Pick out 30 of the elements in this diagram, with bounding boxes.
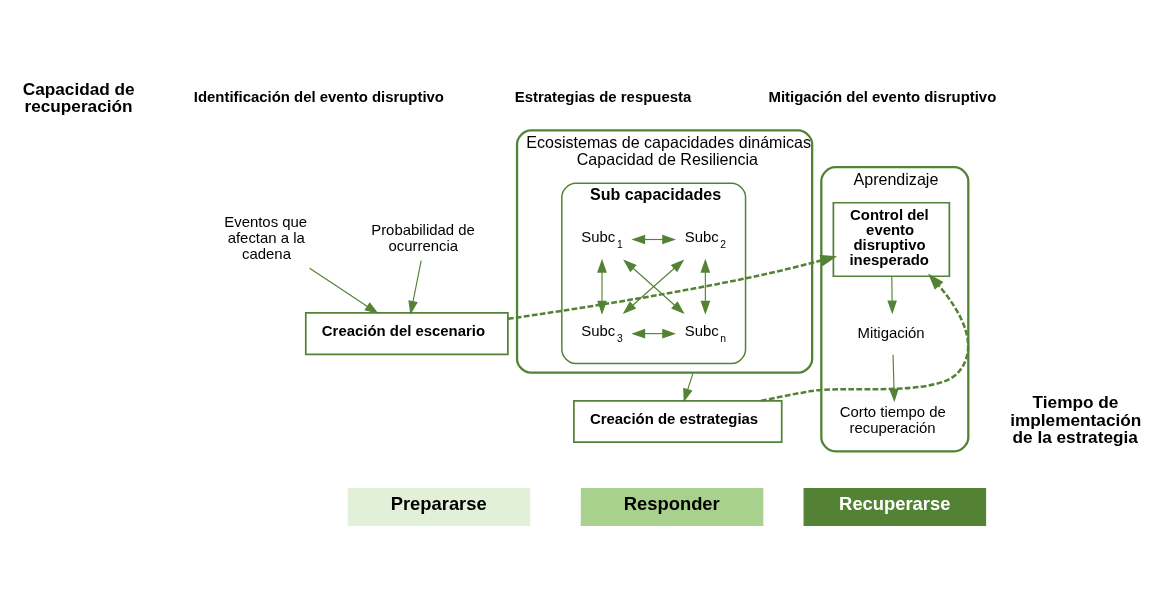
arrow [887,275,897,315]
label: Tiempo de implementación de la estrategia [1010,392,1142,447]
node-text: Subc$_{n}$ [684,322,727,344]
node-text: Subc$_{2}$ [684,228,727,250]
node-text: Subc$_{1}$ [581,228,623,250]
arrow [408,260,422,315]
arrow [631,328,677,339]
node-text: Eventos que afectan a la cadena [224,213,308,263]
arrow [631,234,677,245]
arrow [597,258,607,315]
arrow [507,254,838,321]
arrow [760,273,970,403]
label: Capacidad de recuperación [22,78,135,117]
arrow [683,372,694,403]
node-box: Creación del escenario [304,312,509,356]
node-text: Subc$_{3}$ [581,322,623,344]
arrow [889,354,899,403]
label: Mitigación del evento disruptivo [768,88,997,106]
label: Estrategias de respuesta [514,88,692,106]
node-box: Creación de estrategias [573,399,783,444]
arrow [309,267,379,314]
label: Identificación del evento disruptivo [193,88,444,106]
arrow [700,258,711,315]
node-box: Prepararse [347,488,531,526]
node-box: Recuperarse [803,488,987,526]
node-box: Responder [580,488,764,526]
node-text: Probabilidad de ocurrencia [371,221,475,255]
node-text: Corto tiempo de recuperación [839,403,946,437]
node-box: Control del evento disruptivo inesperado [832,201,951,278]
node-text: Mitigación [857,323,925,341]
